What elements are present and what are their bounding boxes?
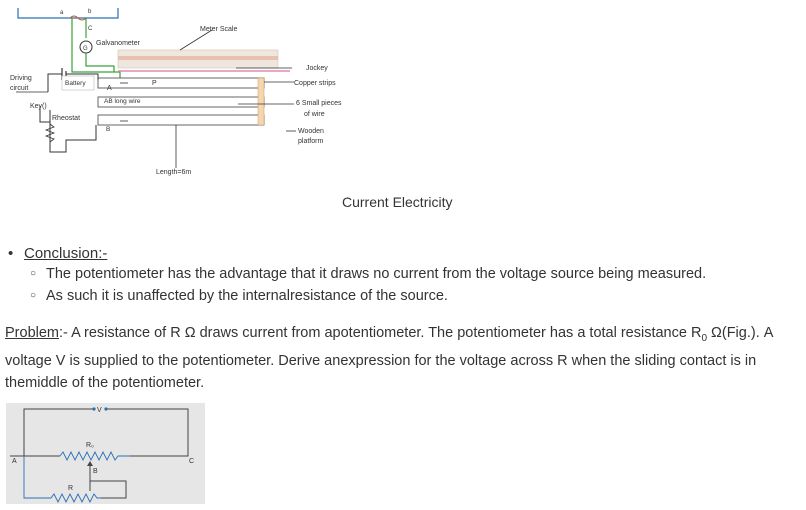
label-small-2: of wire [304, 111, 325, 118]
label-p: P [152, 80, 157, 87]
wire-row-3 [97, 114, 265, 126]
conclusion-section: • Conclusion:- The potentiometer has the … [8, 245, 706, 307]
problem-paragraph: Problem:- A resistance of R Ω draws curr… [5, 322, 803, 394]
label-driving-1: Driving [10, 75, 32, 82]
problem-label: Problem [5, 325, 59, 341]
fig2-r: R [68, 485, 73, 492]
label-b: b [88, 9, 92, 15]
problem-text-1: :- A resistance of R Ω draws current fro… [59, 325, 702, 341]
label-driving-2: circuit [10, 85, 28, 92]
fig2-b: B [93, 468, 98, 475]
label-small-1: 6 Small pieces [296, 100, 342, 107]
problem-subscript: 0 [701, 332, 707, 344]
label-wooden-2: platform [298, 138, 323, 145]
potentiometer-diagram: a b C G Galvanometer Meter Scale A P AB … [10, 8, 342, 176]
label-a: a [60, 10, 64, 16]
label-copper: Copper strips [294, 80, 336, 87]
problem-text-2: Ω(Fig.). A voltage V is supplied to the … [5, 325, 773, 391]
label-ab-wire: AB long wire [104, 98, 141, 105]
conclusion-item: The potentiometer has the advantage that… [30, 263, 706, 285]
label-length: Length=6m [156, 169, 191, 176]
label-battery: Battery [65, 80, 86, 87]
label-jockey: Jockey [306, 65, 328, 72]
label-wooden-1: Wooden [298, 128, 324, 135]
conclusion-heading: Conclusion:- [24, 245, 108, 262]
circuit-figure: V R₀ A C B R [6, 403, 205, 504]
label-a-cap: A [107, 85, 112, 92]
label-galvanometer: Galvanometer [96, 40, 141, 47]
label-g: G [83, 46, 88, 52]
label-meter-scale: Meter Scale [200, 26, 237, 33]
fig2-v: V [97, 407, 102, 414]
figure-caption: Current Electricity [342, 194, 453, 210]
label-key: Key() [30, 103, 47, 110]
label-c: C [88, 26, 93, 32]
fig2-a: A [12, 458, 17, 465]
fig2-c: C [189, 458, 194, 465]
fig2-r0: R₀ [86, 442, 94, 449]
label-b-cap: B [106, 126, 110, 133]
label-rheostat: Rheostat [52, 115, 80, 122]
conclusion-item: As such it is unaffected by the internal… [30, 285, 706, 307]
bullet-icon: • [8, 245, 14, 262]
